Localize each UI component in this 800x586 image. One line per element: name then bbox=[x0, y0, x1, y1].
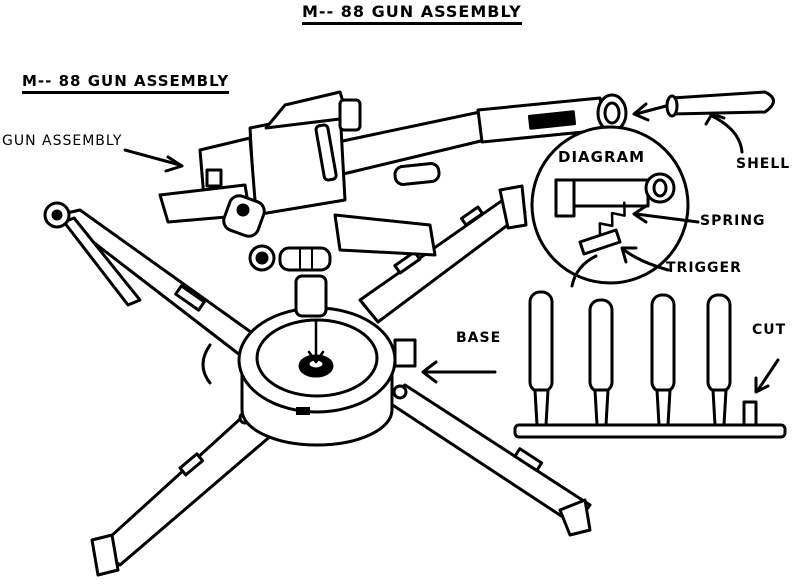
shell-illustration bbox=[665, 90, 775, 118]
arrow-spring bbox=[634, 212, 700, 224]
label-cut: CUT bbox=[752, 322, 787, 338]
label-shell: SHELL bbox=[736, 156, 791, 172]
arrow-shell-to-barrel bbox=[634, 104, 668, 116]
arrow-trigger bbox=[622, 248, 670, 272]
base bbox=[237, 274, 417, 447]
gun bbox=[158, 90, 628, 272]
legs bbox=[43, 184, 592, 577]
label-base: BASE bbox=[456, 330, 502, 346]
leg-lower-left bbox=[96, 408, 282, 567]
diagram-subtitle: M-- 88 GUN ASSEMBLY bbox=[22, 72, 230, 94]
label-diagram: DIAGRAM bbox=[558, 148, 646, 166]
arrow-shell bbox=[710, 114, 744, 154]
page-title: M-- 88 GUN ASSEMBLY bbox=[302, 2, 522, 25]
label-trigger: TRIGGER bbox=[666, 260, 742, 276]
arrow-cut bbox=[756, 358, 780, 392]
leg-lower-right bbox=[383, 383, 592, 527]
diagram-circle bbox=[530, 125, 690, 288]
cutout-rack bbox=[513, 290, 787, 439]
label-spring: SPRING bbox=[700, 213, 766, 229]
label-gun-assembly: GUN ASSEMBLY bbox=[2, 133, 123, 149]
leg-upper-left bbox=[56, 208, 257, 357]
leg-upper-right bbox=[358, 193, 527, 324]
arrow-gun-assembly bbox=[123, 148, 182, 167]
